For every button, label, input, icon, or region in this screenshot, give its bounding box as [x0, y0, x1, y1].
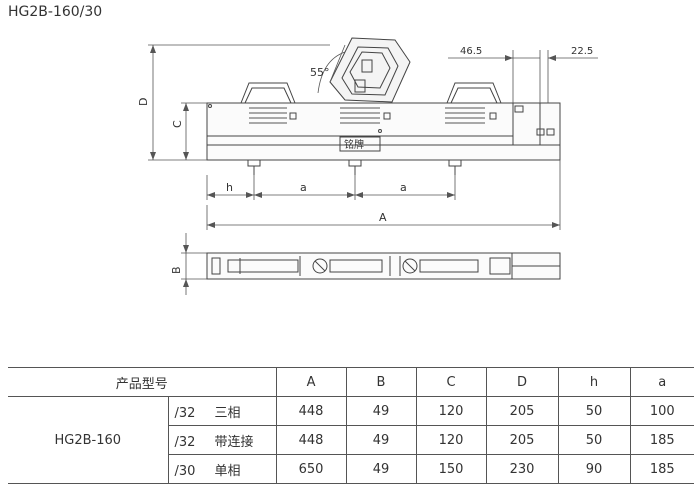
variant-cell: /32 三相 [167, 396, 277, 426]
cell-a: 650 [275, 454, 347, 484]
arrowheads [150, 45, 560, 287]
bottom-studs [247, 159, 462, 175]
label-d: D [137, 98, 150, 106]
cell-a: 448 [275, 396, 347, 426]
cell-d: 205 [485, 425, 559, 455]
variant-code: /32 [174, 405, 196, 421]
dim-46-5-label: 46.5 [460, 46, 482, 57]
cell-b: 49 [345, 396, 417, 426]
header-a: A [275, 367, 347, 397]
cell-c: 120 [415, 396, 487, 426]
table-header-row: 产品型号 A B C D h a [8, 367, 695, 397]
variant-code: /32 [174, 434, 196, 450]
label-a-second: a [400, 181, 407, 194]
nameplate-label: 铭牌 [344, 138, 364, 151]
model-name: HG2B-160 [8, 396, 169, 484]
variant-desc: 带连接 [214, 434, 254, 450]
label-a-overall: A [379, 211, 387, 224]
page-title: HG2B-160/30 [8, 4, 103, 20]
cell-h: 50 [557, 396, 631, 426]
table-row: HG2B-160 /32 三相 448 49 120 205 50 100 [8, 396, 695, 484]
technical-drawing: 55° 46.5 22.5 D C h a a A B 铭牌 [137, 37, 598, 295]
table-row: /30 单相 650 49 150 230 90 185 [8, 454, 695, 484]
header-a-spacing: a [629, 367, 695, 397]
table-row: /32 带连接 448 49 120 205 50 185 [8, 425, 695, 455]
cell-a-spacing: 185 [629, 454, 695, 484]
cell-h: 90 [557, 454, 631, 484]
front-view [206, 37, 561, 175]
variant-desc: 单相 [214, 463, 241, 479]
variant-code: /30 [174, 463, 196, 479]
header-h: h [557, 367, 631, 397]
cell-b: 49 [345, 425, 417, 455]
plan-view [206, 252, 561, 280]
label-b: B [170, 266, 183, 274]
variant-cell: /32 带连接 [167, 425, 277, 455]
variant-cell: /30 单相 [167, 454, 277, 484]
cell-c: 120 [415, 425, 487, 455]
variant-desc: 三相 [214, 405, 241, 421]
cell-d: 230 [485, 454, 559, 484]
label-c: C [171, 120, 184, 128]
cell-h: 50 [557, 425, 631, 455]
cell-a: 448 [275, 425, 347, 455]
header-c: C [415, 367, 487, 397]
cell-d: 205 [485, 396, 559, 426]
nameplate-box [339, 136, 381, 152]
cell-b: 49 [345, 454, 417, 484]
dim-22-5-label: 22.5 [571, 46, 593, 57]
header-b: B [345, 367, 417, 397]
spec-table: 产品型号 A B C D h a HG2B-160 /32 三相 448 49 1… [8, 367, 695, 484]
angle-label: 55° [310, 66, 330, 79]
header-d: D [485, 367, 559, 397]
label-a-first: a [300, 181, 307, 194]
header-model: 产品型号 [8, 367, 277, 397]
cell-a-spacing: 100 [629, 396, 695, 426]
label-h: h [226, 181, 233, 194]
cell-c: 150 [415, 454, 487, 484]
cell-a-spacing: 185 [629, 425, 695, 455]
